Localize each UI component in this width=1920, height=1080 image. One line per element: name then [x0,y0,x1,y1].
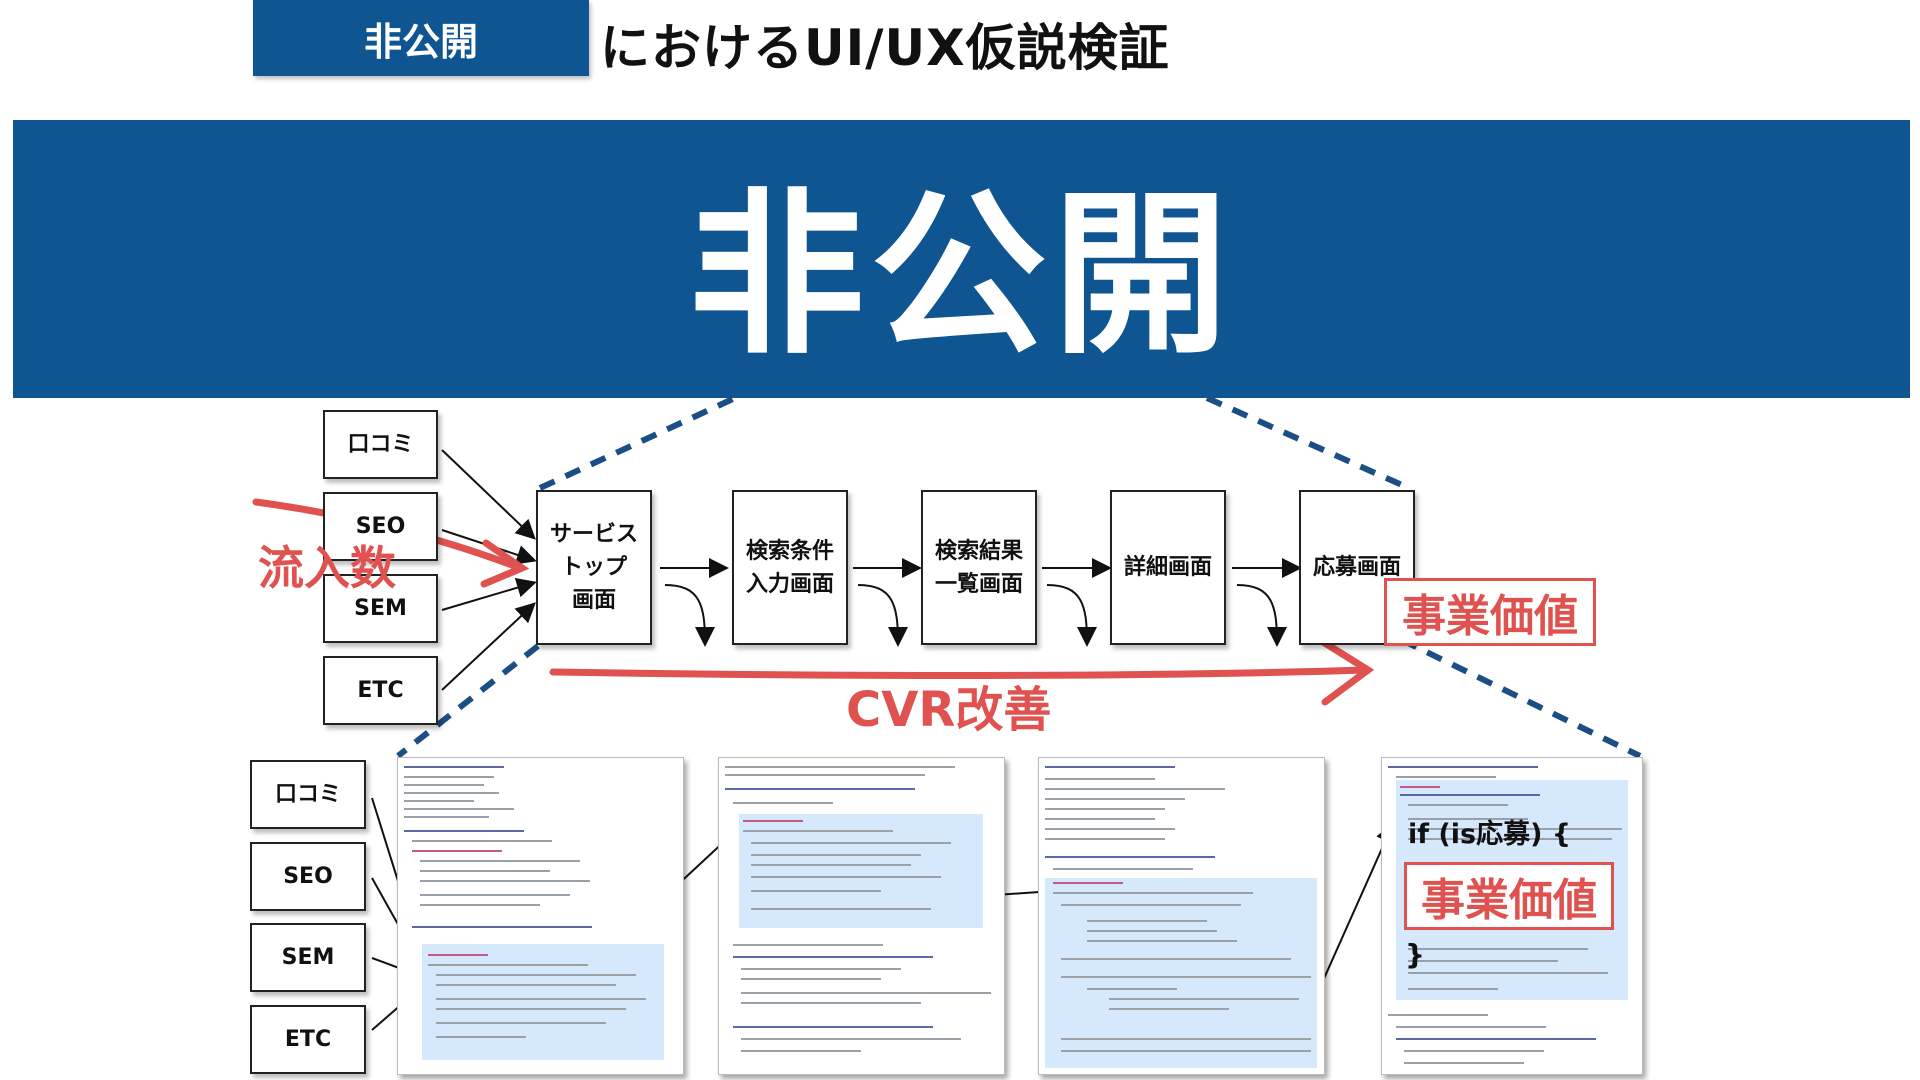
slide-title: におけるUI/UX仮説検証 [600,19,1170,77]
code-source-box-seo: SEO [250,842,366,911]
code-screenshot-detail [1038,757,1325,1075]
screen-detail: 詳細画面 [1110,490,1226,645]
cvr-improvement-label: CVR改善 [846,682,1052,738]
confidential-badge: 非公開 [253,0,589,76]
source-box-etc: ETC [323,656,438,725]
source-box-kuchikomi: 口コミ [323,410,438,479]
source-box-seo: SEO [323,492,438,561]
condition-close-text: } [1405,938,1425,971]
code-screenshot-top [397,757,684,1075]
code-screenshot-search [718,757,1005,1075]
code-business-value-label: 事業価値 [1404,862,1614,930]
screen-search-input: 検索条件 入力画面 [732,490,848,645]
source-box-sem: SEM [323,574,438,643]
business-value-label: 事業価値 [1384,578,1596,646]
inflow-label: 流入数 [258,541,396,595]
screen-service-top: サービス トップ 画面 [536,490,652,645]
condition-open-text: if (is応募) { [1408,819,1572,850]
code-source-box-etc: ETC [250,1005,366,1074]
code-source-box-kuchikomi: 口コミ [250,760,366,829]
confidential-banner: 非公開 [13,120,1910,398]
screen-search-results: 検索結果 一覧画面 [921,490,1037,645]
code-source-box-sem: SEM [250,923,366,992]
